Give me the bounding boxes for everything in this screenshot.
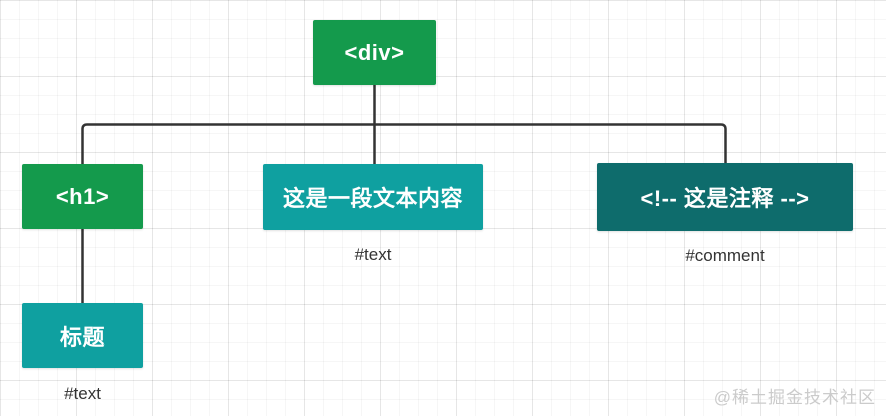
annotation-title-node-type: #text bbox=[64, 384, 101, 403]
node-div-element: <div> bbox=[313, 20, 436, 85]
node-text-content: 这是一段文本内容 bbox=[263, 164, 483, 230]
node-title-text: 标题 bbox=[22, 303, 143, 368]
annotation-text-node-type: #text bbox=[354, 245, 392, 264]
node-comment: <!-- 这是注释 --> bbox=[597, 163, 853, 231]
annotation-comment-node-type: #comment bbox=[685, 246, 765, 265]
node-h1-element: <h1> bbox=[22, 164, 143, 229]
watermark-juejin-community: @稀土掘金技术社区 bbox=[713, 388, 876, 407]
